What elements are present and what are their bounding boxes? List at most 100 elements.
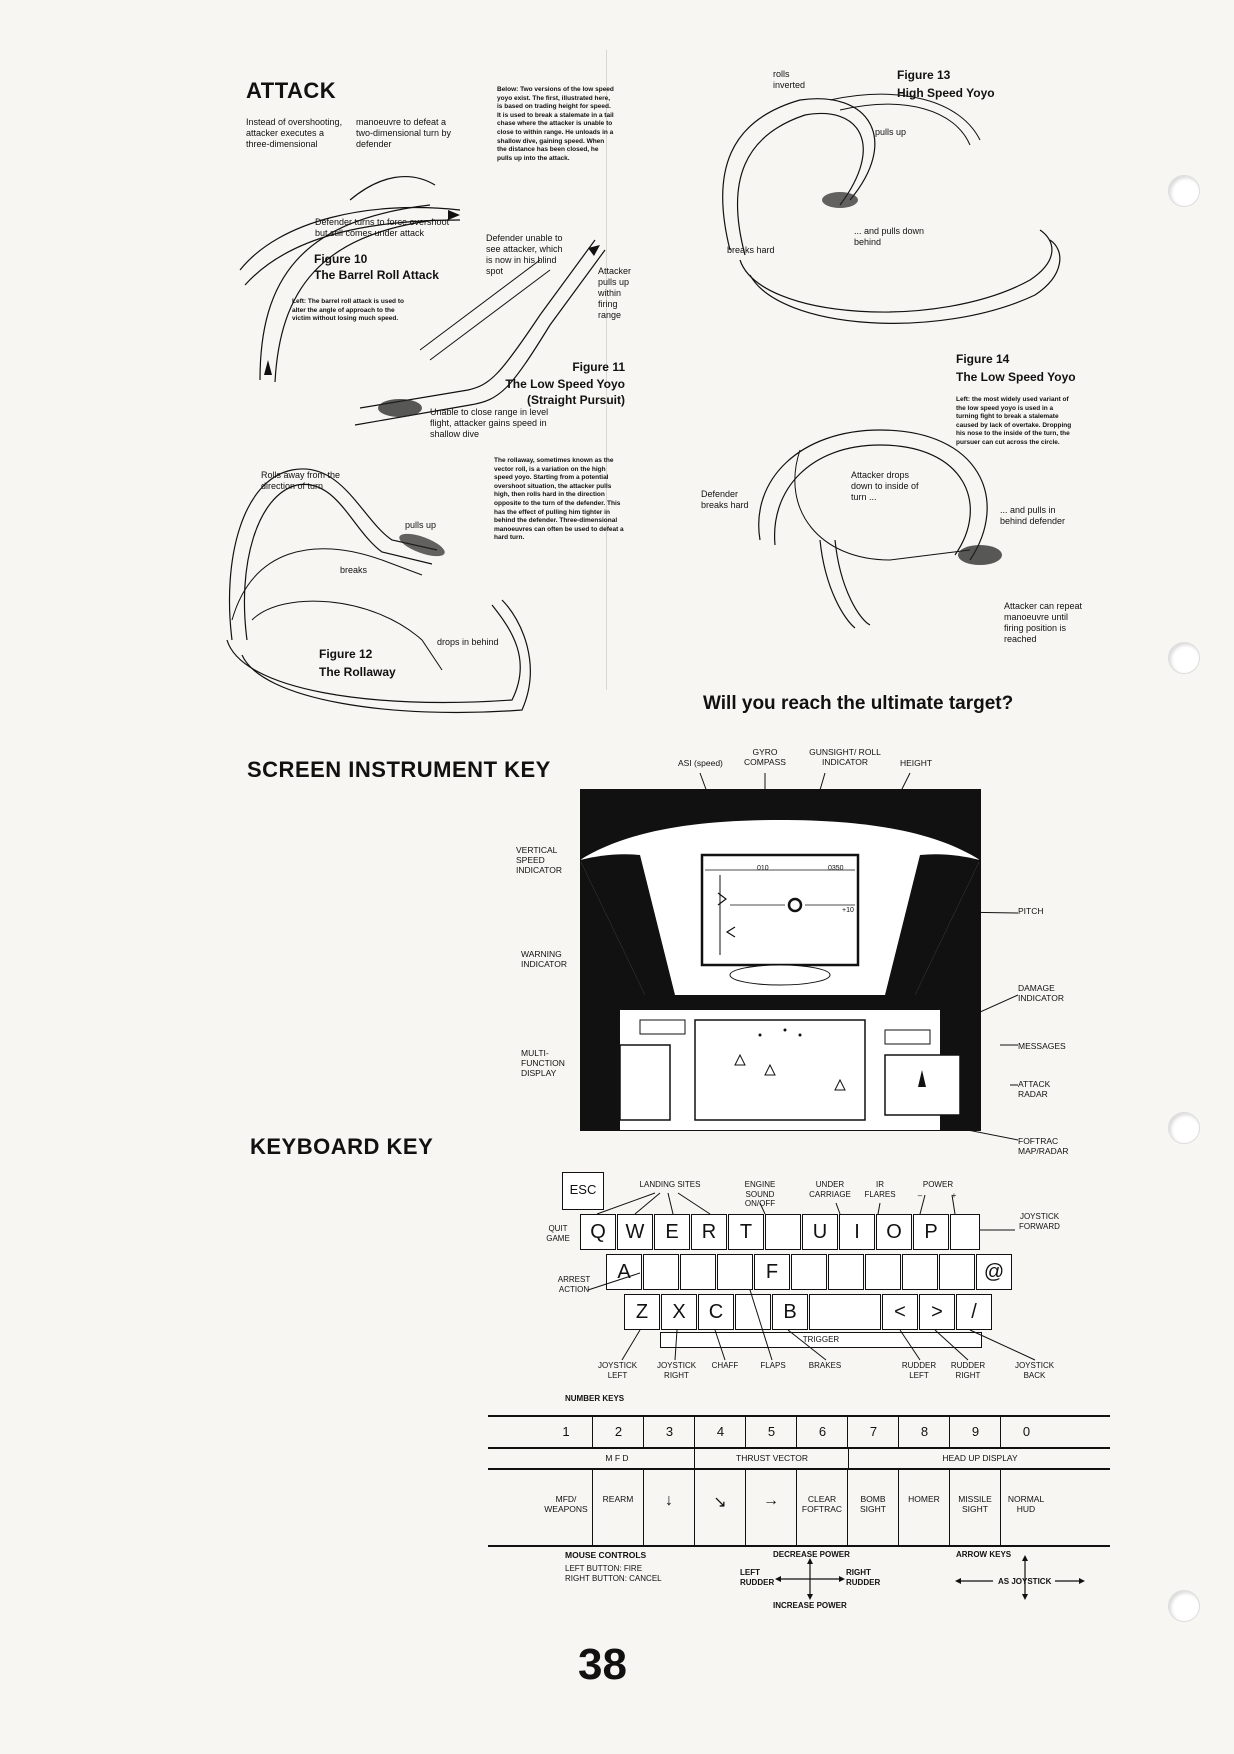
key-k[interactable] (902, 1254, 938, 1290)
fig14-caption: Left: the most widely used variant of th… (956, 396, 1072, 446)
key-i[interactable]: I (839, 1214, 875, 1250)
num-key-3[interactable]: 3 (643, 1417, 695, 1447)
number-keys-heading: NUMBER KEYS (565, 1394, 625, 1403)
num-key-7[interactable]: 7 (847, 1417, 899, 1447)
note-defender-unable: Defender unable to see attacker, which i… (486, 233, 563, 276)
key-j[interactable] (865, 1254, 901, 1290)
key-greater-than[interactable]: > (919, 1294, 955, 1330)
label-vsi: VERTICAL SPEED INDICATOR (516, 845, 562, 875)
key-r[interactable]: R (691, 1214, 727, 1250)
key-o[interactable]: O (876, 1214, 912, 1250)
figure-11-drawing (354, 239, 606, 426)
func-homer: HOMER (898, 1470, 949, 1545)
label-flaps: FLAPS (760, 1361, 786, 1370)
fig12-name: The Rollaway (319, 665, 396, 679)
fig10-title: Figure 10 (314, 252, 368, 266)
key-p[interactable]: P (913, 1214, 949, 1250)
label-joystick-right: JOYSTICK RIGHT (656, 1361, 697, 1380)
label-brakes: BRAKES (808, 1361, 842, 1370)
func-thrust-forward-icon: → (745, 1470, 796, 1545)
arrow-keys-heading: ARROW KEYS (956, 1550, 1012, 1559)
key-s[interactable] (643, 1254, 679, 1290)
rollaway-caption: The rollaway, sometimes known as the vec… (494, 457, 624, 542)
mouse-right: RIGHT BUTTON: CANCEL (565, 1574, 662, 1583)
num-key-0[interactable]: 0 (1000, 1417, 1052, 1447)
hud-height: 0350 (828, 865, 844, 872)
key-w[interactable]: W (617, 1214, 653, 1250)
num-key-6[interactable]: 6 (796, 1417, 848, 1447)
note-attacker-drops: Attacker drops down to inside of turn ..… (851, 470, 919, 502)
figure-13-drawing (722, 93, 1061, 324)
key-n-m[interactable] (809, 1294, 881, 1330)
key-blank[interactable] (717, 1254, 753, 1290)
label-joystick-back: JOYSTICK BACK (1014, 1361, 1055, 1380)
func-bomb-sight: BOMB SIGHT (847, 1470, 898, 1545)
key-x[interactable]: X (661, 1294, 697, 1330)
label-joystick-forward: JOYSTICK FORWARD (1019, 1212, 1060, 1231)
key-g[interactable] (791, 1254, 827, 1290)
note-unable-close: Unable to close range in level flight, a… (430, 407, 549, 439)
key-b[interactable]: B (772, 1294, 808, 1330)
key-u[interactable]: U (802, 1214, 838, 1250)
label-landing-sites: LANDING SITES (639, 1180, 701, 1189)
key-z[interactable]: Z (624, 1294, 660, 1330)
label-power-plus: + (951, 1191, 957, 1200)
key-slash[interactable]: / (956, 1294, 992, 1330)
label-chaff: CHAFF (711, 1361, 739, 1370)
fig11-name2: (Straight Pursuit) (527, 393, 625, 407)
note-pulls-up: pulls up (405, 520, 437, 530)
note-rolls-inverted: rolls inverted (773, 69, 806, 90)
key-t[interactable]: T (728, 1214, 764, 1250)
group-mfd: M F D (605, 1453, 629, 1463)
hud-pitch: +10 (842, 907, 854, 914)
key-q[interactable]: Q (580, 1214, 616, 1250)
num-key-5[interactable]: 5 (745, 1417, 797, 1447)
num-key-2[interactable]: 2 (592, 1417, 644, 1447)
func-thrust-down-icon: ↓ (643, 1470, 694, 1545)
figure-10-drawing (239, 176, 461, 383)
key-h[interactable] (828, 1254, 864, 1290)
key-d[interactable] (680, 1254, 716, 1290)
keyboard-leaders (587, 1192, 1036, 1361)
label-power-minus: – (917, 1191, 923, 1200)
func-missile-sight: MISSILE SIGHT (949, 1470, 1000, 1545)
num-key-9[interactable]: 9 (949, 1417, 1001, 1447)
key-y[interactable] (765, 1214, 801, 1250)
group-hud: HEAD UP DISPLAY (848, 1449, 1111, 1468)
number-keys-top-rule (488, 1415, 1110, 1417)
num-key-8[interactable]: 8 (898, 1417, 950, 1447)
key-esc[interactable]: ESC (562, 1172, 604, 1210)
key-a[interactable]: A (606, 1254, 642, 1290)
key-at[interactable]: @ (976, 1254, 1012, 1290)
fig10-caption: Left: The barrel roll attack is used to … (292, 298, 404, 323)
key-space-trigger[interactable]: TRIGGER (660, 1332, 982, 1348)
label-undercarriage: UNDER CARRIAGE (809, 1180, 851, 1199)
key-less-than[interactable]: < (882, 1294, 918, 1330)
fig14-name: The Low Speed Yoyo (956, 370, 1076, 384)
punch-hole (1168, 642, 1200, 674)
mouse-decrease: DECREASE POWER (773, 1550, 850, 1559)
mouse-increase: INCREASE POWER (773, 1601, 847, 1610)
number-key-functions: MFD/ WEAPONS REARM ↓ ↘ → CLEAR FOFTRAC B… (540, 1470, 1110, 1545)
keyboard-row-1: Q W E R T U I O P (580, 1214, 980, 1252)
key-f[interactable]: F (754, 1254, 790, 1290)
key-l[interactable] (939, 1254, 975, 1290)
key-bracket[interactable] (950, 1214, 980, 1250)
punch-hole (1168, 1590, 1200, 1622)
label-messages: MESSAGES (1018, 1041, 1066, 1051)
number-key-groups: M F D THRUST VECTOR HEAD UP DISPLAY (488, 1449, 1110, 1468)
num-key-4[interactable]: 4 (694, 1417, 746, 1447)
note-rolls-away: Rolls away from the direction of turn (261, 470, 341, 491)
number-keys-func-rule (488, 1468, 1110, 1470)
label-power: POWER (922, 1180, 954, 1189)
label-mfd: MULTI-FUNCTION DISPLAY (521, 1048, 565, 1078)
number-key-row: 1 2 3 4 5 6 7 8 9 0 (540, 1417, 1110, 1447)
num-key-1[interactable]: 1 (562, 1424, 570, 1439)
key-c[interactable]: C (698, 1294, 734, 1330)
key-e[interactable]: E (654, 1214, 690, 1250)
func-mfd-weapons: MFD/ WEAPONS (544, 1494, 588, 1514)
yoyo-caption: Below: Two versions of the low speed yoy… (497, 86, 614, 162)
fig12-title: Figure 12 (319, 647, 373, 661)
mouse-cross-arrows-icon (775, 1558, 845, 1600)
hud-speed: 010 (757, 865, 769, 872)
